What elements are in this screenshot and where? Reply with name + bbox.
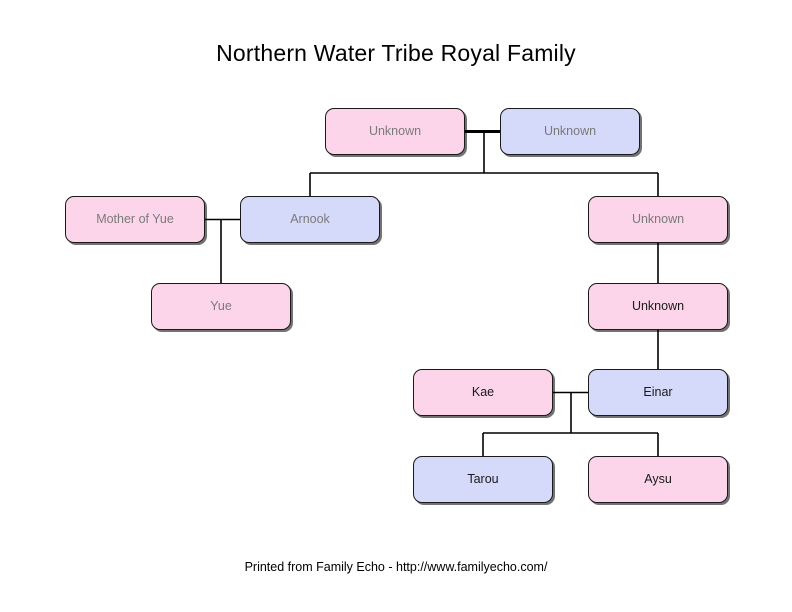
person-label: Einar [643, 385, 673, 400]
person-node-yue[interactable]: Yue [151, 283, 291, 330]
person-label: Unknown [543, 124, 597, 139]
person-label: Aysu [644, 472, 672, 487]
person-node-gen1-mother[interactable]: Unknown [325, 108, 465, 155]
person-node-kae[interactable]: Kae [413, 369, 553, 416]
person-label: Tarou [467, 472, 499, 487]
person-label: Yue [210, 299, 232, 314]
person-node-arnook[interactable]: Arnook [240, 196, 380, 243]
person-label: Unknown [368, 124, 422, 139]
page-title: Northern Water Tribe Royal Family [216, 40, 576, 66]
person-node-gen2-unknown[interactable]: Unknown [588, 196, 728, 243]
person-node-aysu[interactable]: Aysu [588, 456, 728, 503]
person-node-tarou[interactable]: Tarou [413, 456, 553, 503]
person-node-gen3-unknown[interactable]: Unknown [588, 283, 728, 330]
person-label: Kae [471, 385, 495, 400]
person-node-einar[interactable]: Einar [588, 369, 728, 416]
person-node-gen1-father[interactable]: Unknown [500, 108, 640, 155]
person-label: Unknown [631, 299, 685, 314]
person-label: Arnook [290, 212, 330, 227]
person-node-mother-of-yue[interactable]: Mother of Yue [65, 196, 205, 243]
footer-credit: Printed from Family Echo - http://www.fa… [244, 560, 548, 574]
person-label: Unknown [631, 212, 685, 227]
person-label: Mother of Yue [96, 212, 174, 227]
